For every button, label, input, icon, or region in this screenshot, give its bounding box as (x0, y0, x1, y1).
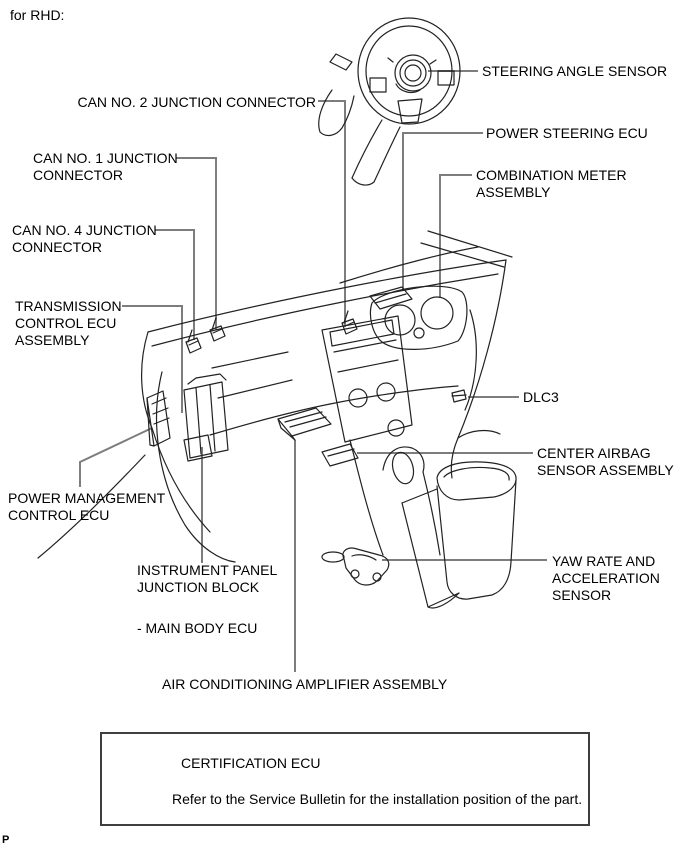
can-junction-connector-clip-1 (209, 317, 226, 342)
power-steering-ecu-drawing (369, 286, 413, 310)
leader-can1 (176, 157, 217, 330)
label-instrument-panel-junction-block: INSTRUMENT PANEL JUNCTION BLOCK (137, 562, 278, 595)
leader-can4 (155, 229, 195, 340)
leader-power-steering-ecu (402, 132, 483, 291)
certification-ecu-note-box (100, 732, 590, 826)
center-console-drawing (349, 419, 460, 609)
junction-block-drawing (183, 373, 229, 462)
label-can-no-2-junction-connector: CAN NO. 2 JUNCTION CONNECTOR (77, 94, 316, 110)
yaw-rate-sensor-drawing (342, 547, 390, 586)
label-main-body-ecu: - MAIN BODY ECU (137, 620, 258, 636)
leader-combination-meter (439, 174, 472, 298)
label-air-conditioning-amplifier-assembly: AIR CONDITIONING AMPLIFIER ASSEMBLY (162, 676, 448, 692)
label-yaw-rate-and-acceleration-sensor: YAW RATE AND ACCELERATION SENSOR (552, 553, 660, 603)
label-power-management-control-ecu: POWER MANAGEMENT CONTROL ECU (8, 490, 166, 523)
steering-wheel-drawing (318, 17, 461, 186)
dlc3-connector-drawing (451, 389, 467, 403)
main-body-ecu-drawing (183, 434, 213, 462)
label-transmission-control-ecu-assembly: TRANSMISSION CONTROL ECU ASSEMBLY (15, 298, 122, 348)
label-power-steering-ecu: POWER STEERING ECU (486, 125, 648, 141)
label-dlc3: DLC3 (523, 389, 559, 405)
steering-angle-sensor-drawing (387, 54, 437, 94)
armrest-drawing (436, 461, 517, 600)
label-combination-meter-assembly: COMBINATION METER ASSEMBLY (476, 167, 627, 200)
center-airbag-sensor-drawing (321, 443, 359, 467)
can-junction-connector-clip-4 (185, 329, 202, 354)
label-can-no-1-junction-connector: CAN NO. 1 JUNCTION CONNECTOR (33, 150, 178, 183)
label-certification-ecu: CERTIFICATION ECU (181, 755, 321, 771)
label-steering-angle-sensor: STEERING ANGLE SENSOR (482, 63, 668, 79)
variant-label: for RHD: (10, 7, 65, 23)
leader-power-management (79, 427, 153, 487)
leader-can2 (318, 100, 346, 327)
note-text: Refer to the Service Bulletin for the in… (172, 791, 583, 807)
combination-meter-drawing (369, 285, 468, 350)
label-can-no-4-junction-connector: CAN NO. 4 JUNCTION CONNECTOR (12, 222, 157, 255)
ac-amplifier-drawing (277, 407, 332, 441)
can-junction-connector-clip-2 (341, 310, 358, 335)
footer-mark: P (2, 834, 10, 846)
leader-transmission-ecu (122, 305, 183, 413)
label-center-airbag-sensor-assembly: CENTER AIRBAG SENSOR ASSEMBLY (537, 445, 674, 478)
power-management-ecu-drawing (146, 390, 171, 447)
